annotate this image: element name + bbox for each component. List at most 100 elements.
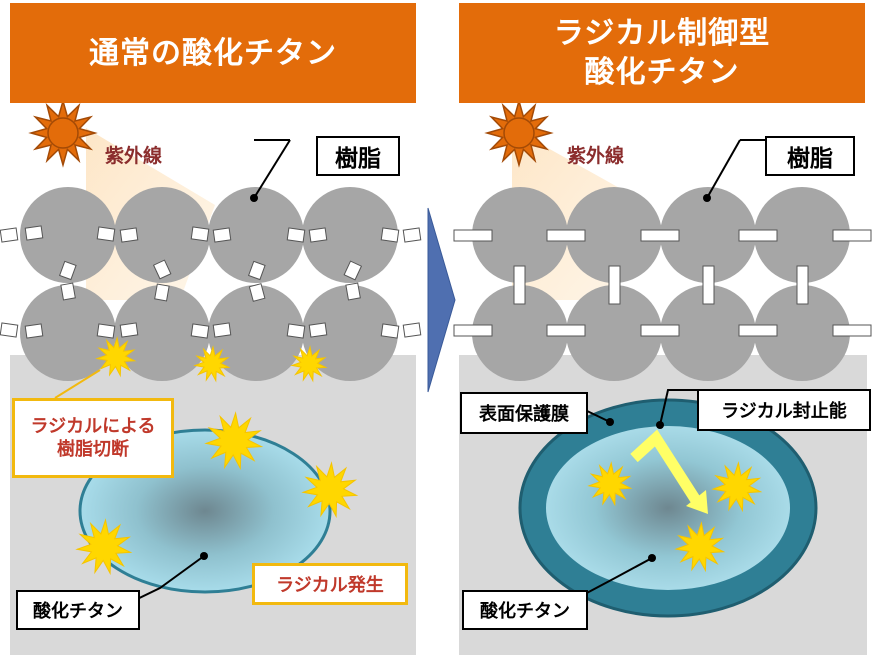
- resin-particle: [302, 285, 398, 381]
- broken-bond: [190, 226, 210, 242]
- pointer-dot: [606, 418, 614, 426]
- intact-bond: [546, 229, 586, 242]
- resin-particle: [660, 285, 756, 381]
- left-resin-particles: [20, 187, 398, 381]
- broken-bond: [96, 226, 116, 242]
- right-title: ラジカル制御型 酸化チタン: [459, 3, 865, 103]
- left-title-text: 通常の酸化チタン: [89, 35, 337, 71]
- right-seal-pointer: [659, 389, 697, 426]
- right-resin-pointer: [706, 139, 741, 199]
- radical-star-icon: [75, 518, 133, 576]
- resin-particle: [472, 285, 568, 381]
- broken-bond: [343, 260, 363, 281]
- intact-bond: [738, 229, 778, 242]
- broken-bond: [0, 322, 19, 338]
- resin-particle: [660, 187, 756, 283]
- right-titanium-particle: [546, 426, 790, 590]
- broken-bond: [402, 227, 422, 243]
- radical-star-icon: [95, 336, 137, 378]
- intact-bond: [608, 265, 621, 305]
- broken-bond: [24, 225, 44, 241]
- broken-bond: [345, 282, 361, 301]
- left-tio2-label: 酸化チタン: [16, 590, 140, 630]
- sun-core: [47, 117, 79, 149]
- right-intact-bonds: [453, 229, 872, 337]
- left-radical-gen-label: ラジカル発生: [252, 563, 408, 605]
- right-tio2-label: 酸化チタン: [462, 590, 588, 630]
- intact-bond: [796, 265, 809, 305]
- resin-particle: [754, 285, 850, 381]
- right-radical-seal-label: ラジカル封止能: [697, 389, 871, 431]
- left-title: 通常の酸化チタン: [10, 3, 416, 103]
- right-film-pointer: [584, 409, 611, 423]
- intact-bond: [546, 324, 586, 337]
- right-title-line1: ラジカル制御型: [553, 16, 771, 51]
- left-sun-icon: [28, 98, 98, 168]
- right-resin-label: 樹脂: [765, 136, 855, 176]
- broken-bond: [0, 227, 19, 243]
- broken-bond: [152, 259, 172, 280]
- broken-bond: [212, 322, 232, 338]
- broken-bond: [380, 323, 400, 339]
- right-panel: [453, 98, 872, 655]
- intact-bond: [832, 229, 872, 242]
- broken-bond: [60, 282, 76, 301]
- broken-bond: [402, 322, 422, 338]
- broken-bond: [380, 227, 400, 243]
- resin-particle: [114, 285, 210, 381]
- left-uv-label: 紫外線: [105, 145, 163, 167]
- right-radical-stars: [587, 461, 763, 573]
- radical-cut-line2: 樹脂切断: [57, 439, 129, 460]
- pointer-dot: [656, 421, 664, 429]
- resin-particle: [566, 187, 662, 283]
- intact-bond: [453, 229, 493, 242]
- broken-bond: [248, 283, 266, 302]
- broken-bond: [96, 323, 116, 339]
- right-title-line2: 酸化チタン: [584, 55, 740, 90]
- right-surface-film-label: 表面保護膜: [460, 392, 588, 434]
- pointer-dot: [250, 194, 258, 202]
- broken-bond: [286, 227, 306, 243]
- right-resin-particles: [472, 187, 850, 381]
- resin-particle: [566, 285, 662, 381]
- right-sun-icon: [484, 98, 554, 168]
- intact-bond: [702, 265, 715, 305]
- left-resin-label: 樹脂: [316, 136, 400, 176]
- radical-star-icon: [301, 461, 359, 519]
- resin-particle: [754, 187, 850, 283]
- left-panel: [0, 98, 422, 655]
- radical-star-icon: [674, 521, 726, 573]
- left-resin-pointer: [253, 139, 291, 199]
- intact-bond: [738, 324, 778, 337]
- broken-bond: [190, 323, 210, 339]
- radical-cut-line1: ラジカルによる: [30, 415, 156, 437]
- broken-bond: [119, 227, 139, 243]
- sun-core: [503, 117, 535, 149]
- resin-particle: [20, 187, 116, 283]
- resin-particle: [472, 187, 568, 283]
- broken-bond: [24, 323, 44, 339]
- intact-bond: [640, 324, 680, 337]
- resin-particle: [20, 285, 116, 381]
- intact-bond: [832, 324, 872, 337]
- pointer-dot: [648, 554, 656, 562]
- left-broken-bonds: [0, 225, 422, 339]
- pointer-dot: [200, 552, 208, 560]
- intact-bond: [640, 229, 680, 242]
- broken-bond: [58, 260, 77, 281]
- resin-particle: [208, 285, 304, 381]
- seal-bounce-arrowhead: [686, 490, 708, 514]
- left-radical-stars: [75, 336, 359, 576]
- intact-bond: [453, 324, 493, 337]
- left-radical-cut-label: ラジカルによる 樹脂切断: [12, 398, 174, 478]
- transition-arrow: [427, 207, 456, 393]
- right-uv-label: 紫外線: [567, 145, 625, 167]
- intact-bond: [513, 265, 526, 305]
- broken-bond: [308, 227, 328, 243]
- broken-bond: [154, 283, 170, 302]
- broken-bond: [247, 260, 266, 281]
- resin-particle: [208, 187, 304, 283]
- broken-bond: [119, 322, 139, 338]
- radical-star-icon: [711, 461, 763, 513]
